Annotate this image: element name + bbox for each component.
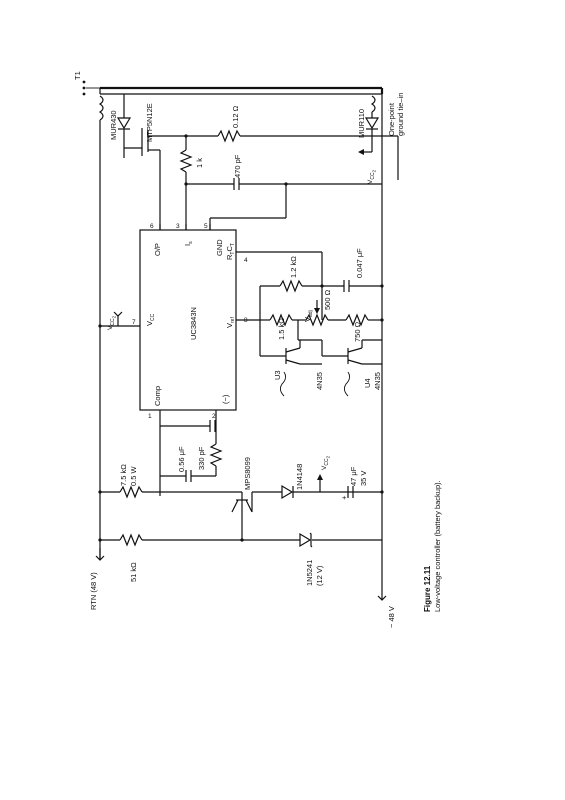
pin-vcc-label: VCC bbox=[145, 313, 156, 326]
vcc2-right-label: VCC2 bbox=[321, 455, 331, 470]
u3-label: U3 bbox=[273, 370, 282, 380]
r75k-w-label: 0.5 W bbox=[129, 465, 138, 486]
vcc2-mid-sub2: 2 bbox=[112, 315, 117, 318]
ic-part-label: UC3843N bbox=[189, 307, 198, 340]
c47-label: 47 μF bbox=[349, 466, 358, 486]
c330-label: 330 pF bbox=[197, 446, 206, 470]
pin-gnd-label: GND bbox=[215, 239, 224, 256]
mps-label: MPS8099 bbox=[243, 457, 252, 490]
pin-7-number: 7 bbox=[132, 319, 136, 326]
supply-terminals: RTN (48 V) − 48 V bbox=[89, 548, 396, 628]
pin-is-sub: s bbox=[188, 241, 194, 244]
vcc-pin7-connection: VCC2 bbox=[98, 311, 140, 330]
ground-tie-in: One-point ground tie–in bbox=[387, 93, 405, 180]
transformer-winding-primary bbox=[98, 95, 104, 560]
vadj-label: Vadj bbox=[303, 310, 314, 322]
u4-label: U4 bbox=[363, 378, 372, 388]
pin-fb-label: (−) bbox=[221, 394, 230, 404]
pin-vref-sub: ref bbox=[230, 317, 236, 323]
r15k-label: 1.5 kΩ bbox=[277, 318, 286, 340]
pin-6-number: 6 bbox=[150, 223, 154, 230]
pin-5-number: 5 bbox=[204, 223, 208, 230]
vcc2-right-v: V bbox=[321, 465, 328, 470]
vadj-v: V bbox=[303, 317, 312, 322]
u4-part-label: 4N35 bbox=[373, 372, 382, 390]
c470-label: 470 pF bbox=[233, 154, 242, 178]
figure-caption: Figure 12.11 Low-voltage controller (bat… bbox=[423, 480, 442, 612]
pin-1-number: 1 bbox=[148, 413, 152, 420]
pin-op-label: O/P bbox=[153, 243, 162, 256]
resistor-1k: 1 k bbox=[179, 134, 204, 230]
d4148-label: 1N4148 bbox=[295, 464, 304, 490]
ground-tie-label-1: One-point bbox=[387, 102, 396, 136]
r51k-label: 51 kΩ bbox=[129, 562, 138, 582]
u3-part-label: 4N35 bbox=[315, 372, 324, 390]
mur430-label: MUR430 bbox=[109, 110, 118, 140]
pin-vcc-v: V bbox=[145, 321, 154, 326]
comp-network: 0.56 μF 330 pF bbox=[159, 410, 223, 496]
vcc2-top-sub2: 2 bbox=[372, 169, 377, 172]
pin-is-main: I bbox=[183, 244, 192, 246]
optocoupler-u4: U4 4N35 bbox=[322, 339, 382, 397]
r750-label: 750 Ω bbox=[353, 321, 362, 342]
r012-label: 0.12 Ω bbox=[231, 105, 240, 128]
figure-caption-text: Low-voltage controller (battery backup). bbox=[433, 480, 442, 612]
vcc2-top-sub: CC bbox=[370, 172, 376, 180]
pin-is-label: Is bbox=[183, 241, 194, 246]
zener-label: 1N5241 bbox=[305, 560, 314, 586]
vcc2-mid-v: V bbox=[107, 325, 114, 330]
vadj-sub: adj bbox=[308, 310, 314, 317]
mps8099-transistor: 7.5 kΩ 0.5 W MPS8099 1N4148 VCC2 47 μF 3… bbox=[98, 455, 384, 540]
r500-label: 500 Ω bbox=[323, 289, 332, 310]
figure-number: Figure 12.11 bbox=[423, 565, 432, 612]
r12k-label: 1.2 kΩ bbox=[289, 256, 298, 278]
mur110-label: MUR110 bbox=[357, 109, 366, 138]
vcc2-mid-sub: CC bbox=[110, 318, 116, 326]
pin-rtct-c: C bbox=[225, 246, 234, 252]
vcc2-mid-label: VCC2 bbox=[107, 315, 117, 330]
cap-plus-label: + bbox=[342, 493, 347, 502]
c056-label: 0.56 μF bbox=[177, 446, 186, 472]
rtn-label: RTN (48 V) bbox=[89, 572, 98, 610]
r75k-label: 7.5 kΩ bbox=[119, 464, 128, 486]
vcc2-top-label: VCC2 bbox=[367, 169, 377, 184]
pin-2-number: 2 bbox=[212, 413, 216, 420]
rtct-network: 1.2 kΩ 0.047 μF bbox=[236, 248, 384, 356]
neg48-label: − 48 V bbox=[387, 606, 396, 628]
c0047-label: 0.047 μF bbox=[355, 248, 364, 278]
mtp-label: MTP5N12E bbox=[145, 103, 154, 142]
optocoupler-u3: U3 4N35 bbox=[260, 340, 324, 397]
ground-tie-label-2: ground tie–in bbox=[396, 93, 405, 136]
vref-divider: 1.5 kΩ Vadj 500 Ω 750 Ω bbox=[260, 289, 384, 356]
pin-rtct-t2: T bbox=[230, 243, 236, 246]
pin-vref-label: Vref bbox=[225, 317, 236, 328]
t1-label: T1 bbox=[73, 71, 82, 80]
vcc2-top-v: V bbox=[367, 179, 374, 184]
cap-470pf: 470 pF bbox=[184, 154, 382, 190]
pin-3-number: 3 bbox=[176, 223, 180, 230]
pin-vcc-sub: CC bbox=[150, 313, 156, 321]
pin-rtct-r: R bbox=[225, 254, 234, 260]
sense-resistor: 0.12 Ω bbox=[186, 105, 398, 143]
c47-v-label: 35 V bbox=[359, 471, 368, 486]
vcc2-right-sub: CC bbox=[324, 458, 330, 466]
pin-vref-v: V bbox=[225, 323, 234, 328]
bias-51k-zener: 51 kΩ 1N5241 (12 V) bbox=[98, 532, 382, 586]
mur430-diode: MUR430 bbox=[109, 94, 132, 148]
mur110-diode: MUR110 VCC2 bbox=[357, 95, 380, 184]
r1k-label: 1 k bbox=[195, 158, 204, 168]
pin-comp-label: Comp bbox=[153, 386, 162, 406]
pin-rtct-t1: T bbox=[230, 252, 236, 255]
pin-4-number: 4 bbox=[244, 257, 248, 264]
mtp5n12e-mosfet: MTP5N12E bbox=[123, 103, 186, 230]
vcc2-right-sub2: 2 bbox=[326, 455, 331, 458]
top-rail: T1 bbox=[73, 71, 382, 96]
gnd-connection bbox=[209, 182, 288, 230]
pin-rtct-label: RTCT bbox=[225, 243, 236, 260]
zener-v-label: (12 V) bbox=[315, 565, 324, 586]
uc3843n-ic: UC3843N O/P Is GND RTCT VCC Vref Comp (−… bbox=[132, 223, 248, 420]
